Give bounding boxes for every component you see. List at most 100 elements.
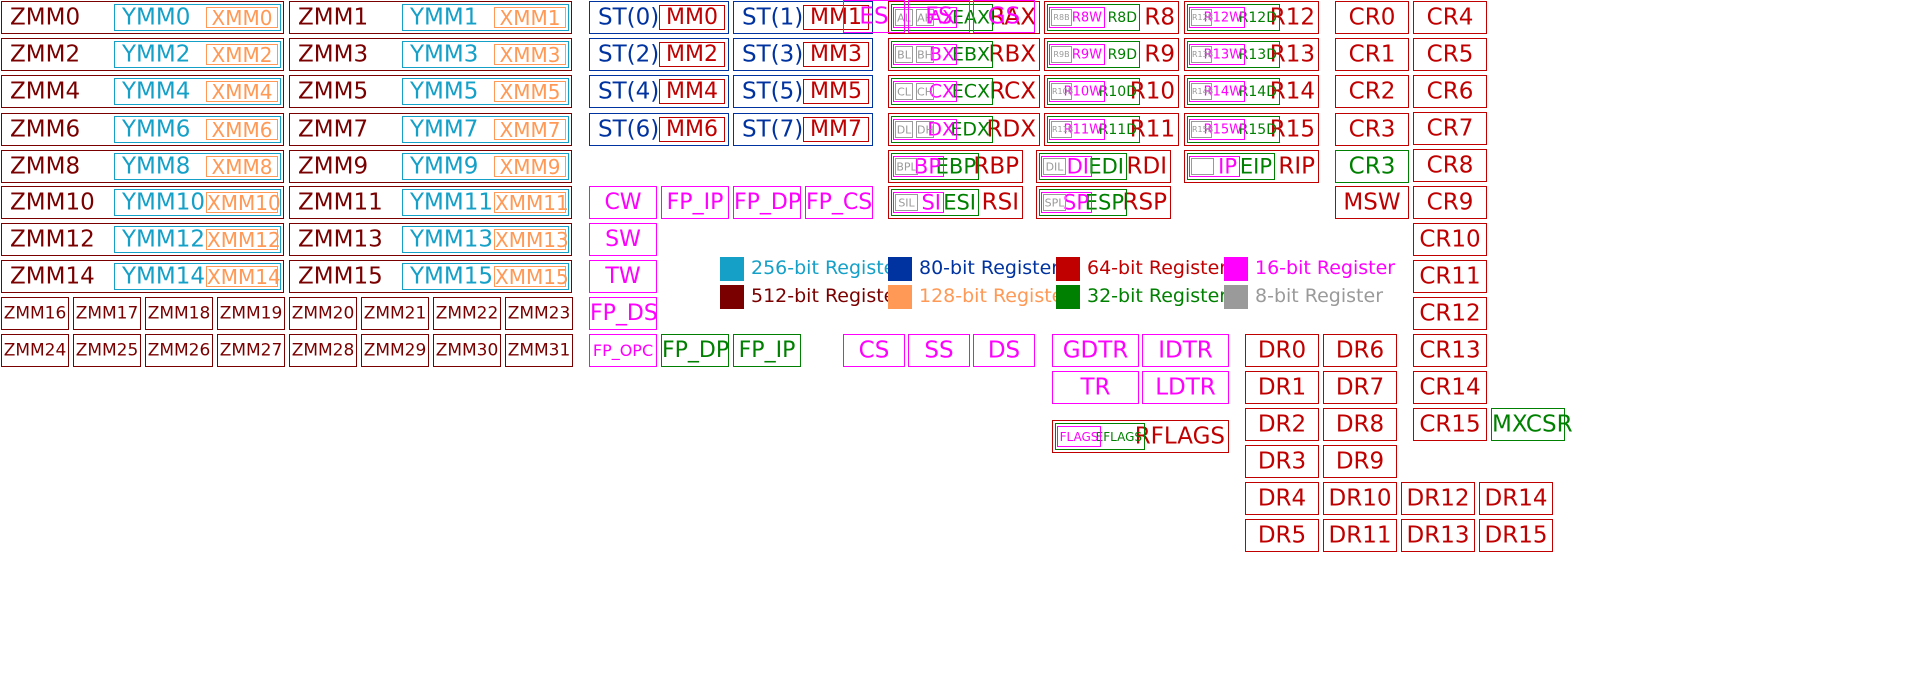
control-register: CR6: [1413, 75, 1487, 108]
ptr-8bit-register: SPL: [1043, 194, 1066, 211]
ymm-register: YMM15: [402, 263, 569, 290]
ptr-16bit-register-label: IP: [1218, 154, 1237, 178]
mm-register: MM0: [659, 5, 725, 30]
mm-register-label: MM5: [810, 78, 862, 104]
st-register-label: ST(6): [598, 116, 660, 142]
ptr-8bit-register-label: SIL: [898, 196, 915, 209]
gp-ext-32bit-register-label: R10D: [1098, 83, 1137, 100]
gp-ext-64bit-register: R14: [1184, 75, 1319, 108]
zmm-register: ZMM8: [1, 150, 284, 183]
control-register: CR13: [1413, 334, 1487, 367]
xmm-register: XMM5: [494, 81, 566, 102]
debug-register-label: DR10: [1328, 485, 1392, 511]
xmm-register: XMM4: [206, 81, 278, 102]
gp-ext-16bit-register-label: R13W: [1203, 47, 1242, 62]
mm-register: MM4: [659, 79, 725, 104]
control-register-label: CR11: [1419, 263, 1481, 289]
gp-ext-8bit-register: R11B: [1051, 121, 1073, 138]
ymm-register: YMM1: [402, 4, 569, 31]
debug-register-label: DR11: [1328, 522, 1392, 548]
ptr-16bit-register: SP: [1041, 192, 1092, 213]
gp-ext-8bit-register-label: R12B: [1192, 12, 1214, 22]
gp-16bit-register-label: CX: [928, 80, 955, 102]
ptr-64bit-register-label: RBP: [973, 153, 1019, 179]
gp-ext-8bit-register-label: R14B: [1192, 86, 1214, 96]
ymm-register: YMM12: [114, 226, 281, 253]
zmm-register-small-label: ZMM27: [219, 340, 283, 360]
zmm-register-label: ZMM8: [10, 153, 81, 179]
fpu-fp-ip-label: FP_IP: [666, 189, 724, 215]
ymm-register: YMM2: [114, 41, 281, 68]
ymm-register-label: YMM12: [122, 226, 206, 252]
gp-ext-8bit-register: R9B: [1051, 46, 1072, 63]
zmm-register-small: ZMM30: [433, 334, 501, 367]
segment-register: FS: [908, 0, 970, 33]
ymm-register-label: YMM8: [122, 153, 191, 179]
gp-ext-16bit-register-label: R8W: [1071, 10, 1102, 25]
legend-label: 256-bit Register: [751, 257, 904, 279]
gp-8bit-low-label: BL: [897, 48, 911, 61]
gp-8bit-high-label: CH: [917, 85, 933, 98]
gp-ext-32bit-register-label: R8D: [1107, 9, 1137, 26]
control-register-label: MSW: [1343, 189, 1401, 215]
st-register-label: ST(5): [742, 78, 804, 104]
gp-64bit-register-label: RCX: [989, 78, 1036, 104]
gp-ext-32bit-register: R15D: [1187, 116, 1280, 143]
ptr-32bit-register: EBP: [891, 153, 979, 180]
rflags-register-label: RFLAGS: [1134, 423, 1225, 449]
debug-register: DR6: [1323, 334, 1397, 367]
ymm-register-label: YMM2: [122, 41, 191, 67]
mm-register: MM6: [659, 117, 725, 142]
gp-8bit-low: DL: [895, 121, 913, 138]
fpu-sw-label: SW: [605, 226, 641, 252]
legend-swatch: [1056, 285, 1080, 309]
zmm-register-small: ZMM23: [505, 297, 573, 330]
st-register: ST(6): [589, 113, 729, 146]
zmm-register-small-label: ZMM19: [219, 303, 283, 323]
zmm-register-small: ZMM21: [361, 297, 429, 330]
zmm-register-label: ZMM5: [298, 78, 369, 104]
flags-register: FLAGS: [1057, 426, 1101, 447]
zmm-register-label: ZMM14: [10, 263, 95, 289]
segment-register-label: GS: [987, 3, 1021, 29]
ymm-register-label: YMM5: [410, 78, 479, 104]
xmm-register-label: XMM4: [211, 79, 273, 104]
zmm-register-small-label: ZMM21: [363, 303, 427, 323]
zmm-register: ZMM4: [1, 75, 284, 108]
debug-register: DR3: [1245, 445, 1319, 478]
gp-ext-16bit-register: R14W: [1189, 81, 1245, 102]
debug-register: DR12: [1401, 482, 1475, 515]
control-register: CR10: [1413, 223, 1487, 256]
fpu-sw: SW: [589, 223, 657, 256]
debug-register: DR15: [1479, 519, 1553, 552]
ptr-64bit-register-label: RSP: [1122, 189, 1167, 215]
gp-8bit-low: BL: [895, 46, 913, 63]
st-register: ST(3): [733, 38, 873, 71]
xmm-register-label: XMM12: [207, 227, 281, 252]
ymm-register: YMM14: [114, 263, 281, 290]
xmm-register: XMM14: [206, 266, 281, 287]
gp-ext-16bit-register-label: R11W: [1063, 122, 1102, 137]
control-register-label: CR13: [1419, 337, 1481, 363]
mm-register-label: MM1: [810, 4, 862, 30]
gp-ext-16bit-register-label: R14W: [1203, 84, 1242, 99]
ymm-register-label: YMM7: [410, 116, 479, 142]
control-register-label: CR9: [1426, 189, 1474, 215]
gp-ext-16bit-register: R9W: [1049, 44, 1105, 65]
ptr-16bit-register-label: SI: [921, 190, 941, 214]
gp-32bit-register: EBX: [891, 41, 993, 68]
zmm-register-small-label: ZMM20: [291, 303, 355, 323]
zmm-register: ZMM15: [289, 260, 572, 293]
xmm-register-label: XMM11: [495, 190, 569, 215]
zmm-register-small: ZMM20: [289, 297, 357, 330]
control-register-label: CR7: [1426, 115, 1474, 141]
gp-8bit-high-label: DH: [917, 123, 934, 136]
control-register-label: CR10: [1419, 226, 1481, 252]
xmm-register: XMM11: [494, 190, 569, 215]
legend-label: 80-bit Register: [919, 257, 1060, 279]
zmm-register-small: ZMM28: [289, 334, 357, 367]
ymm-register-label: YMM14: [122, 263, 206, 289]
xmm-register-label: XMM9: [499, 154, 561, 179]
legend-swatch: [888, 285, 912, 309]
fpu-cw: CW: [589, 186, 657, 219]
